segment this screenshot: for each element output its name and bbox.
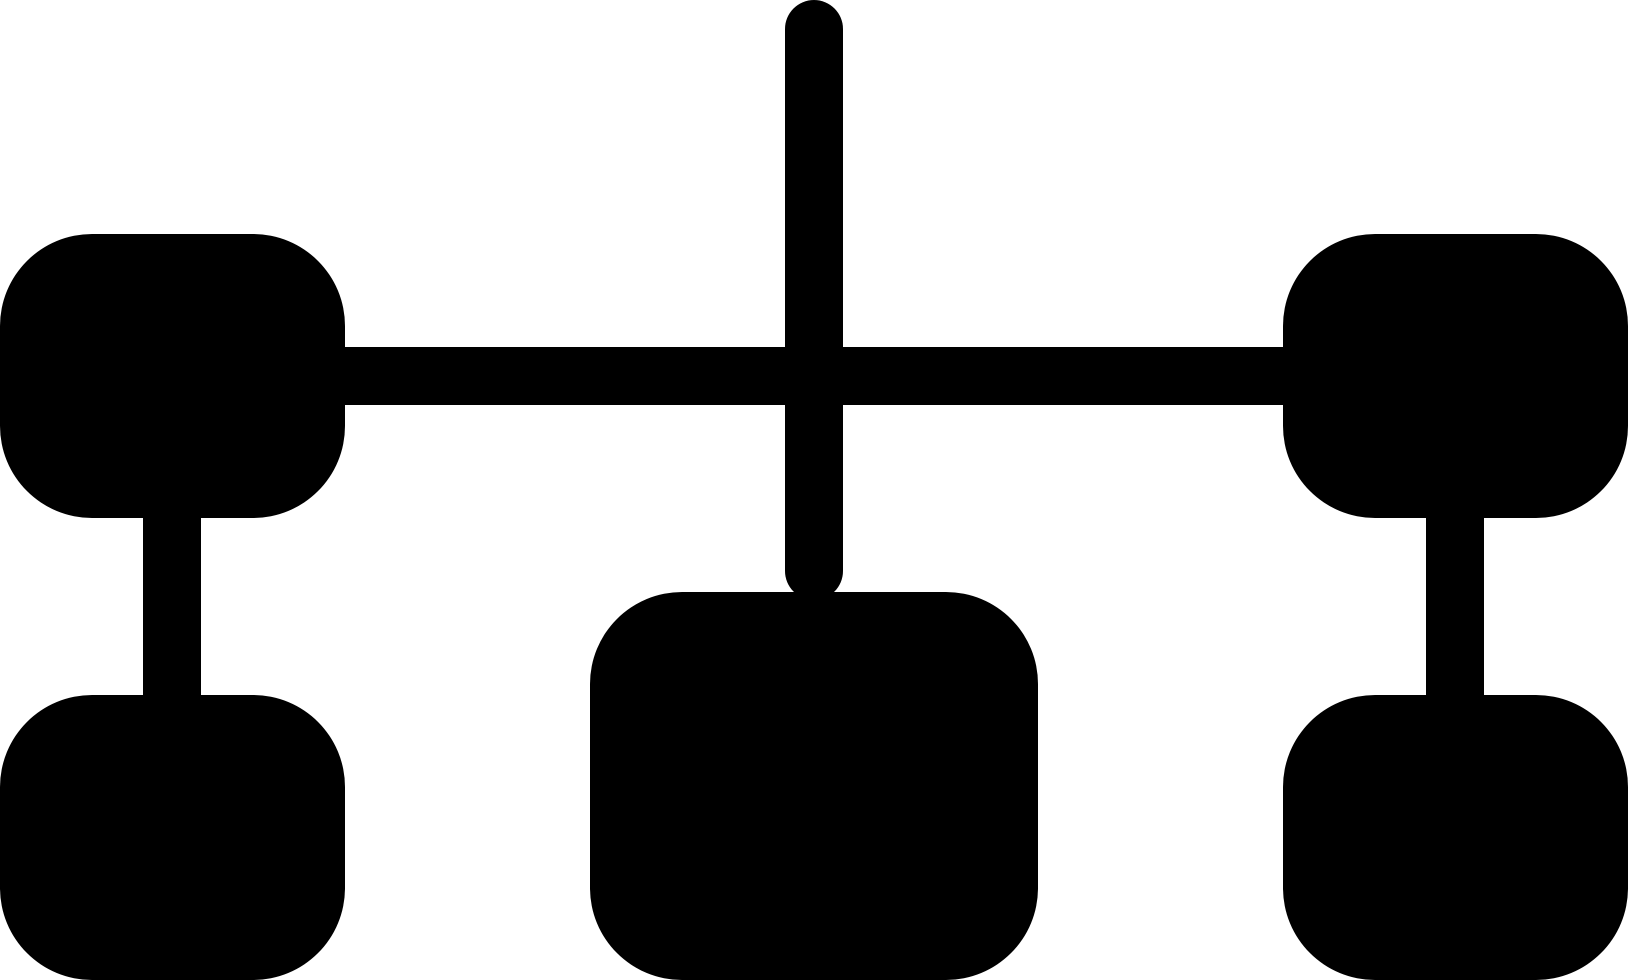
node-bottom-center bbox=[590, 592, 1038, 980]
node-top-right bbox=[1283, 234, 1628, 518]
node-bottom-left bbox=[0, 695, 345, 980]
connector-top-trunk bbox=[785, 0, 843, 600]
connector-right-link bbox=[1426, 480, 1484, 710]
node-bottom-right bbox=[1283, 695, 1628, 980]
connector-horizontal-bus bbox=[300, 347, 1330, 405]
node-top-left bbox=[0, 234, 345, 518]
connector-left-link bbox=[143, 480, 201, 710]
